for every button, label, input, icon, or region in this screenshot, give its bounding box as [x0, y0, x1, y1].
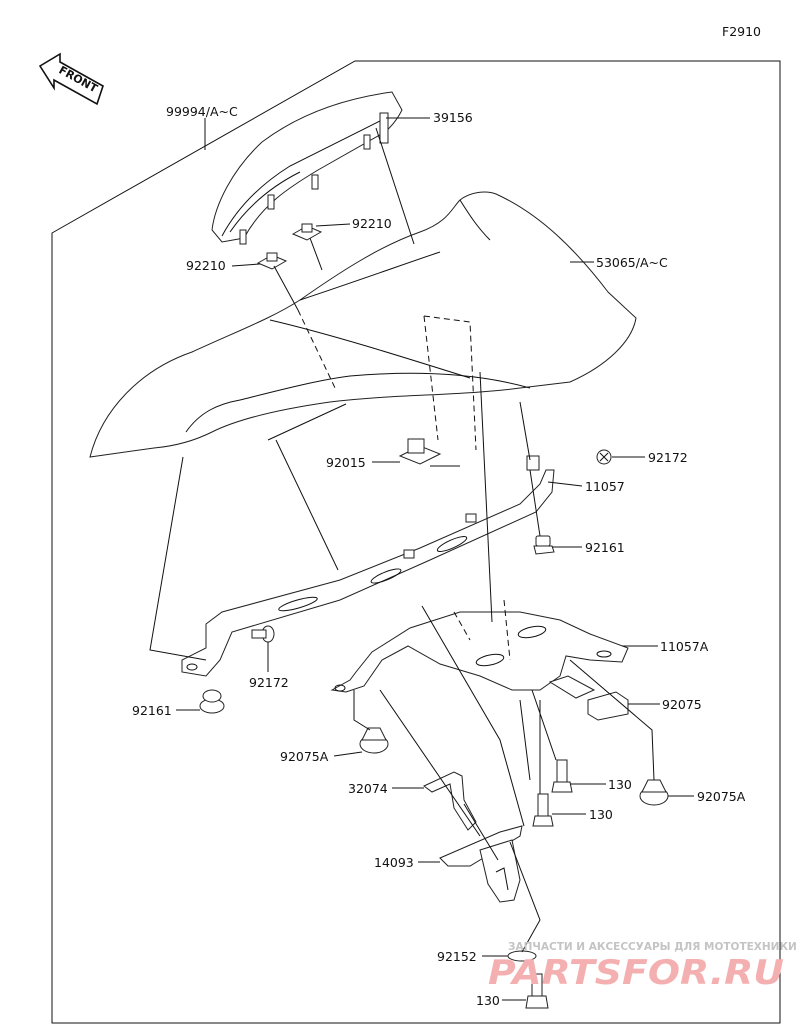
part-label-130-bottom: 130	[476, 993, 500, 1008]
part-label-99994: 99994/A~C	[166, 104, 238, 119]
part-label-92161-right: 92161	[585, 540, 625, 555]
part-label-14093: 14093	[374, 855, 414, 870]
bolt-130-upper	[551, 759, 573, 793]
tail-light-assembly	[211, 91, 403, 245]
screw-92172-left	[251, 625, 275, 643]
part-label-92161-left: 92161	[132, 703, 172, 718]
leader-lines	[149, 117, 694, 1001]
grommet-92210-upper	[291, 223, 323, 241]
part-label-92210-upper: 92210	[352, 216, 392, 231]
part-label-39156: 39156	[433, 110, 473, 125]
watermark: ЗАПЧАСТИ И АКСЕССУАРЫ ДЛЯ МОТОТЕХНИКИ PA…	[488, 941, 797, 993]
seat-cowl	[89, 191, 637, 458]
part-label-11057: 11057	[585, 479, 625, 494]
part-label-92210-lower: 92210	[186, 258, 226, 273]
part-label-92075A-right: 92075A	[697, 789, 746, 804]
grommet-92161-right	[533, 535, 555, 555]
part-label-53065: 53065/A~C	[596, 255, 668, 270]
watermark-tagline: ЗАПЧАСТИ И АКСЕССУАРЫ ДЛЯ МОТОТЕХНИКИ	[508, 941, 797, 953]
pad-92075	[587, 691, 629, 721]
grommet-92161-left	[199, 689, 225, 714]
bolt-130-middle	[532, 793, 554, 827]
part-label-92152: 92152	[437, 949, 477, 964]
damper-92075A-left	[359, 727, 389, 754]
part-label-92172-right: 92172	[648, 450, 688, 465]
holder-14093	[439, 825, 523, 903]
part-label-130-middle: 130	[589, 807, 613, 822]
part-label-130-upper: 130	[608, 777, 632, 792]
part-label-11057A: 11057A	[660, 639, 709, 654]
part-label-92015: 92015	[326, 455, 366, 470]
screw-92172-right	[596, 449, 612, 465]
watermark-brand: PARTSFOR.RU	[488, 953, 784, 993]
grommet-92210-lower	[256, 252, 288, 270]
part-label-32074: 32074	[348, 781, 388, 796]
part-label-92075A-left: 92075A	[280, 749, 329, 764]
figure-code: F2910	[722, 24, 761, 39]
bracket-11057A	[330, 611, 629, 699]
frame-outline	[51, 60, 781, 1024]
damper-92075A-right	[639, 779, 669, 806]
part-label-92075: 92075	[662, 697, 702, 712]
bolt-130-bottom	[525, 973, 549, 1009]
clip-nut-92015	[398, 438, 442, 465]
part-label-92172-left: 92172	[249, 675, 289, 690]
front-arrow-icon: FRONT	[38, 52, 104, 106]
bracket-32074	[423, 771, 477, 831]
